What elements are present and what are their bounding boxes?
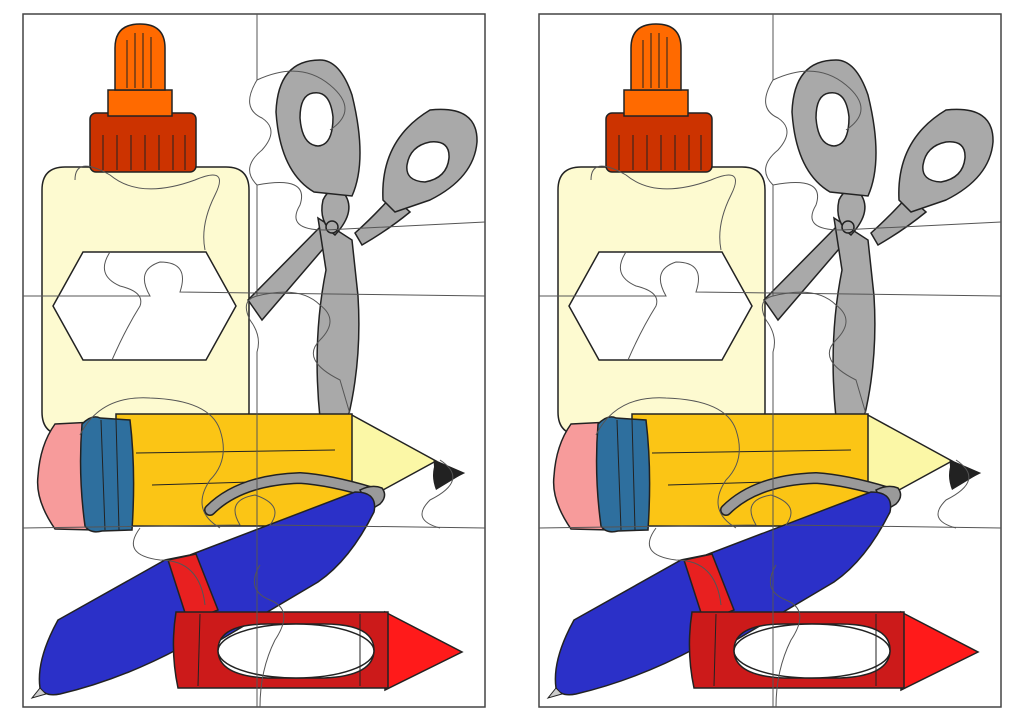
puzzle-right: [539, 14, 1001, 707]
puzzle-left: [23, 14, 485, 707]
crayon-icon: [170, 605, 465, 693]
glue-bottle-icon: [40, 160, 252, 438]
scissors-icon: [761, 55, 996, 420]
crayon-icon: [686, 605, 981, 693]
glue-bottle-icon: [556, 160, 768, 438]
scissors-icon: [245, 55, 480, 420]
